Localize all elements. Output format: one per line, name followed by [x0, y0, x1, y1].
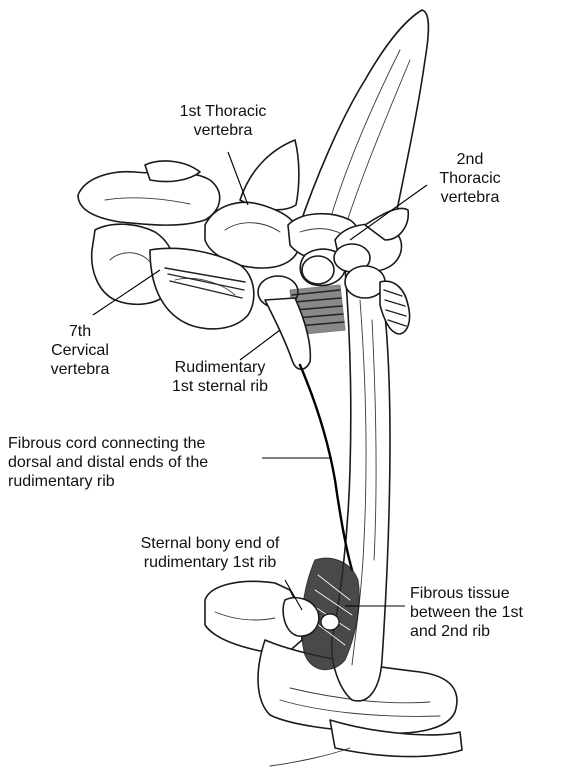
- leader-rudimentary-rib: [240, 330, 280, 360]
- sternal-bony-end: [321, 614, 339, 630]
- label-second-thoracic-vertebra: 2nd Thoracic vertebra: [415, 150, 525, 207]
- label-first-thoracic-vertebra: 1st Thoracic vertebra: [148, 102, 298, 140]
- label-sternal-bony-end: Sternal bony end of rudimentary 1st rib: [110, 534, 310, 572]
- leader-first-thoracic: [228, 152, 248, 205]
- label-fibrous-tissue: Fibrous tissue between the 1st and 2nd r…: [410, 584, 550, 641]
- label-seventh-cervical-vertebra: 7th Cervical vertebra: [24, 322, 136, 379]
- spinous-process-drawing: [298, 10, 428, 240]
- label-rudimentary-first-sternal-rib: Rudimentary 1st sternal rib: [150, 358, 290, 396]
- label-fibrous-cord: Fibrous cord connecting the dorsal and d…: [8, 434, 278, 491]
